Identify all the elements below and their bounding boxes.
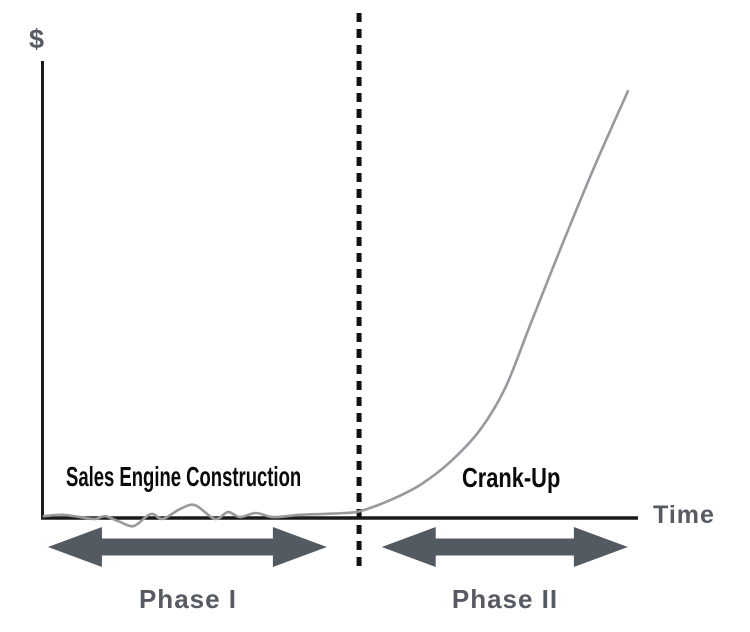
phase-2-arrow-icon [381,527,628,567]
sales-engine-construction-annotation: Sales Engine Construction [66,461,302,492]
phase-1-arrow-icon [47,527,327,567]
y-axis-label: $ [29,24,45,54]
x-axis-label: Time [653,501,715,529]
phase-2-label: Phase II [451,584,559,614]
phase-1-label: Phase I [138,584,238,614]
growth-curve [42,89,630,528]
crank-up-annotation: Crank-Up [462,462,561,493]
